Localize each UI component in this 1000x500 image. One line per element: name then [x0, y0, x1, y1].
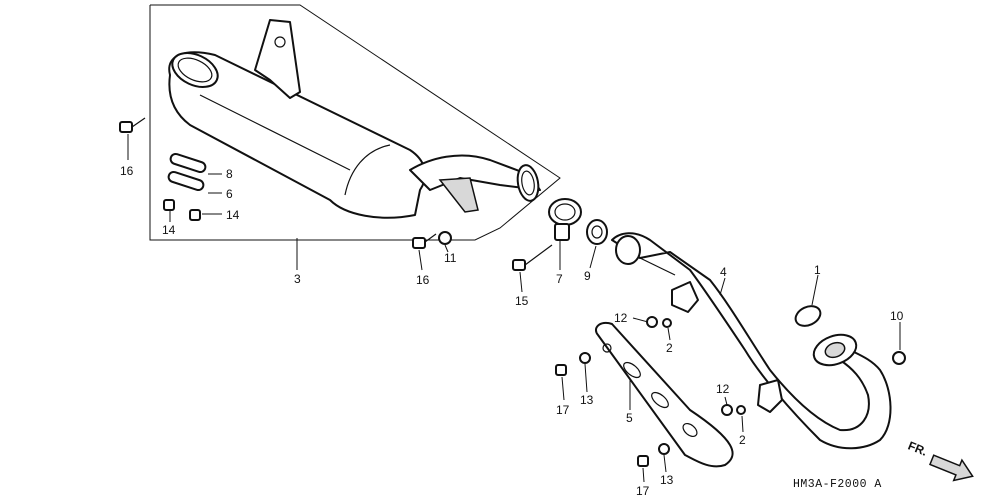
callout-5: 5: [626, 411, 633, 425]
exhaust-gasket: [586, 219, 608, 245]
collar-2-upper: [662, 318, 672, 328]
callout-17-upper: 17: [556, 403, 570, 417]
callout-15: 15: [515, 294, 529, 308]
exhaust-clamp: [548, 198, 582, 241]
callout-9: 9: [584, 269, 591, 283]
bolt-16-lower: [412, 233, 437, 249]
callout-17-lower: 17: [636, 484, 650, 498]
bolt-17-lower: [637, 455, 649, 467]
callout-11: 11: [444, 251, 457, 265]
muffler-assembly-outline: [149, 4, 561, 241]
callout-2-upper: 2: [666, 341, 673, 355]
callout-12-upper: 12: [614, 311, 628, 325]
diagram-code: HM3A-F2000 A: [793, 478, 882, 491]
collar-12-lower: [721, 404, 733, 416]
washer-13-upper: [579, 352, 591, 364]
callout-1: 1: [814, 263, 821, 277]
callout-8: 8: [226, 167, 233, 181]
collar-11: [438, 231, 452, 245]
collar-12-upper: [646, 316, 658, 328]
callout-13-lower: 13: [660, 473, 674, 487]
callout-6: 6: [226, 187, 233, 201]
front-direction-indicator: FR.: [906, 439, 974, 482]
callout-10: 10: [890, 309, 904, 323]
front-arrow-icon: [928, 454, 974, 482]
callout-4: 4: [720, 265, 727, 279]
washer-links: [167, 152, 207, 192]
callout-labels: 1 2 2 3 4 5 6 7 8 9 10 11 12 12 13 13 14…: [120, 164, 904, 498]
callout-7: 7: [556, 272, 563, 286]
nut-10: [892, 351, 906, 365]
heat-shield: [594, 322, 734, 468]
callout-16-lower: 16: [416, 273, 430, 287]
collar-2-lower: [736, 405, 746, 415]
callout-3: 3: [294, 272, 301, 286]
callout-16-upper: 16: [120, 164, 134, 178]
nut-14-left: [163, 199, 175, 211]
bolt-15: [512, 244, 553, 271]
callout-12-lower: 12: [716, 382, 730, 396]
nut-14-right: [189, 209, 201, 221]
exhaust-pipe: [611, 232, 892, 450]
bolt-17-upper: [555, 364, 567, 376]
bolt-16-upper: [119, 117, 146, 133]
callout-14-left: 14: [162, 223, 176, 237]
callout-13-upper: 13: [580, 393, 594, 407]
leader-lines: [127, 134, 901, 483]
muffler: [168, 19, 541, 219]
callout-14-right: 14: [226, 208, 240, 222]
front-direction-label: FR.: [906, 439, 929, 459]
washer-13-lower: [658, 443, 670, 455]
exhaust-port-gasket: [794, 305, 822, 327]
callout-2-lower: 2: [739, 433, 746, 447]
